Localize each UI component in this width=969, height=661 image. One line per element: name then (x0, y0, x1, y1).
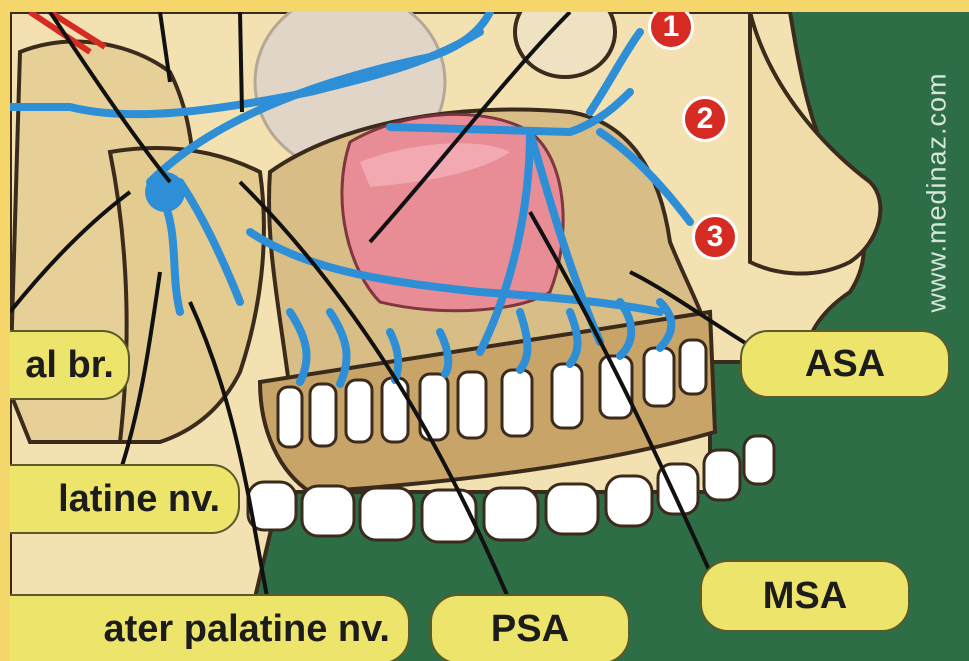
label-greater-palatine-nerve: ater palatine nv. (10, 594, 410, 661)
diagram-frame: www.medinaz.com 1 2 3 ASA MSA PSA al br.… (10, 12, 969, 661)
label-psa: PSA (430, 594, 630, 661)
number-badge-2: 2 (682, 96, 728, 142)
label-alveolar-branch: al br. (10, 330, 130, 400)
number-badge-3: 3 (692, 214, 738, 260)
watermark-text: www.medinaz.com (907, 32, 967, 352)
label-palatine-nerve: latine nv. (10, 464, 240, 534)
label-msa: MSA (700, 560, 910, 632)
label-asa: ASA (740, 330, 950, 398)
